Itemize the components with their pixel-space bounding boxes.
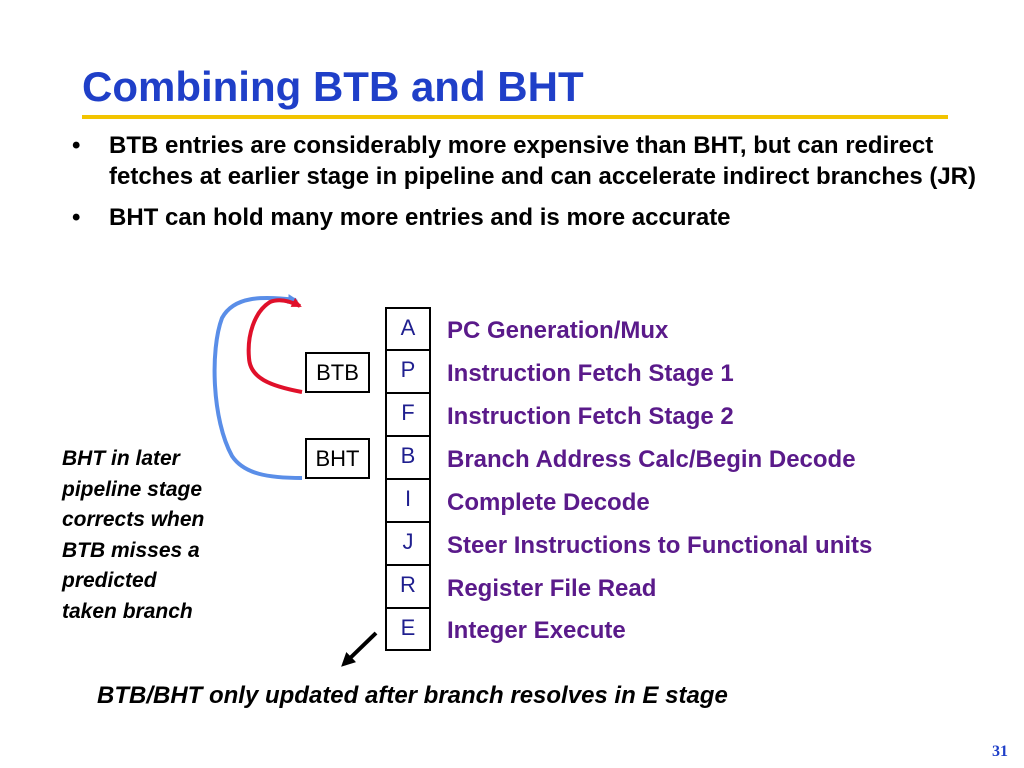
stage-desc-i: Complete Decode bbox=[447, 489, 650, 516]
stage-desc-r: Register File Read bbox=[447, 575, 657, 602]
bullet-glyph: • bbox=[72, 204, 81, 231]
stage-box-f: F bbox=[385, 393, 431, 436]
bullet-glyph: • bbox=[72, 132, 81, 159]
stage-box-a: A bbox=[385, 307, 431, 350]
update-arrow bbox=[341, 631, 378, 667]
bullet-item: • BTB entries are considerably more expen… bbox=[72, 130, 992, 192]
bullet-item: • BHT can hold many more entries and is m… bbox=[72, 202, 992, 233]
side-note-line: pipeline stage bbox=[62, 477, 203, 501]
bullet-text: BHT can hold many more entries and is mo… bbox=[109, 204, 731, 231]
side-note-line: corrects when bbox=[62, 508, 205, 531]
stage-desc-a: PC Generation/Mux bbox=[447, 317, 669, 344]
stage-desc-j: Steer Instructions to Functional units bbox=[447, 532, 873, 559]
side-note-line: predicted bbox=[62, 569, 157, 592]
footnote: BTB/BHT only updated after branch resolv… bbox=[97, 682, 728, 709]
page-number: 31 bbox=[992, 743, 1008, 760]
stage-desc-f: Instruction Fetch Stage 2 bbox=[447, 403, 734, 430]
stage-box-j: J bbox=[385, 522, 431, 565]
bht-feedback-arrow bbox=[212, 294, 303, 480]
stage-box-e: E bbox=[385, 608, 431, 651]
stage-desc-b: Branch Address Calc/Begin Decode bbox=[447, 446, 856, 473]
title-underline bbox=[82, 115, 948, 119]
bht-box: BHT bbox=[305, 438, 370, 479]
stage-desc-e: Integer Execute bbox=[447, 617, 626, 644]
stage-box-i: I bbox=[385, 479, 431, 522]
bullet-list: • BTB entries are considerably more expen… bbox=[72, 130, 992, 243]
side-note-line: BHT in later bbox=[62, 447, 180, 470]
stage-box-r: R bbox=[385, 565, 431, 608]
stage-box-p: P bbox=[385, 350, 431, 393]
stage-desc-p: Instruction Fetch Stage 1 bbox=[447, 360, 734, 387]
btb-box: BTB bbox=[305, 352, 370, 393]
btb-feedback-arrow bbox=[246, 297, 303, 394]
side-note-line: taken branch bbox=[62, 599, 193, 623]
bullet-text: BTB entries are considerably more expens… bbox=[109, 132, 976, 190]
stage-box-b: B bbox=[385, 436, 431, 479]
side-note-line: BTB misses a bbox=[62, 538, 200, 562]
side-note: BHT in later pipeline stage corrects whe… bbox=[62, 444, 252, 627]
slide-title: Combining BTB and BHT bbox=[82, 63, 584, 110]
